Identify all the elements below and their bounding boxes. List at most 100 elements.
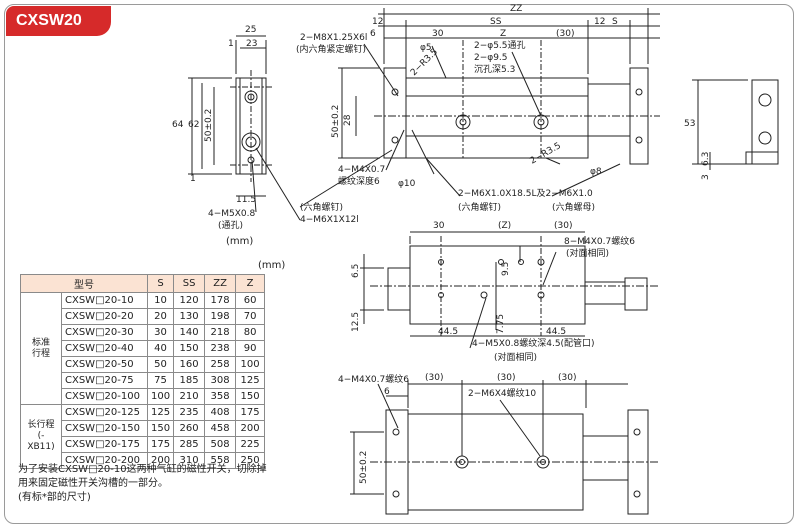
model-title: CXSW20: [6, 6, 111, 36]
model-cell: CXSW□20-20: [61, 308, 148, 325]
stroke-group-label: 标准 行程: [20, 292, 62, 405]
callout-phi9-5: 2−φ9.5: [474, 53, 508, 63]
footnote-line: 为了安装CXSW□20-10这两种气缸的磁性开关，切除掉: [18, 464, 267, 475]
model-cell: CXSW□20-125: [61, 404, 148, 421]
header-z: Z: [235, 274, 266, 293]
dim-30p-mid: (30): [554, 221, 572, 231]
dim-53: 53: [684, 119, 695, 129]
callout-8-m4: 8−M4X0.7螺纹6: [564, 235, 635, 247]
z-cell: 70: [235, 308, 266, 325]
header-model: 型号: [20, 274, 148, 293]
ss-cell: 210: [173, 388, 206, 405]
unit-left: (mm): [226, 236, 253, 247]
dim-64: 64: [172, 120, 184, 130]
s-cell: 30: [146, 324, 175, 341]
model-cell: CXSW□20-30: [61, 324, 148, 341]
model-cell: CXSW□20-75: [61, 372, 148, 389]
model-cell: CXSW□20-100: [61, 388, 148, 405]
ss-cell: 160: [173, 356, 206, 373]
ss-cell: 120: [173, 292, 206, 309]
bottom-view: [350, 380, 660, 515]
callout-m5-port: 4−M5X0.8螺纹深4.5(配管口): [472, 337, 595, 349]
callout-m5: 4−M5X0.8: [208, 209, 256, 219]
z-cell: 80: [235, 324, 266, 341]
model-cell: CXSW□20-175: [61, 436, 148, 453]
z-cell: 90: [235, 340, 266, 357]
dim-1b: 1: [190, 174, 196, 184]
callout-m6-nut: (六角螺母): [552, 201, 595, 213]
model-cell: CXSW□20-150: [61, 420, 148, 437]
callout-m4: 4−M4X0.7: [338, 165, 385, 175]
dim-44-5a: 44.5: [438, 327, 458, 337]
dim-phi8: φ8: [590, 167, 602, 177]
dim-28: 28: [343, 114, 353, 126]
zz-cell: 358: [204, 388, 237, 405]
dim-50-top: 50±0.2: [331, 105, 341, 138]
s-cell: 10: [146, 292, 175, 309]
dim-11-5: 11.5: [236, 195, 256, 205]
dim-23: 23: [246, 39, 257, 49]
z-cell: 225: [235, 436, 266, 453]
zz-cell: 178: [204, 292, 237, 309]
callout-m4-note: 螺纹深度6: [338, 175, 380, 187]
z-cell: 200: [235, 420, 266, 437]
callout-m4-bottom: 4−M4X0.7螺纹6: [338, 373, 409, 385]
s-cell: 200: [146, 452, 175, 469]
s-cell: 125: [146, 404, 175, 421]
zz-cell: 458: [204, 420, 237, 437]
ss-cell: 285: [173, 436, 206, 453]
dim-12a: 12: [372, 17, 383, 27]
footnote-line: 用来固定磁性开关沟槽的一部分。: [18, 478, 168, 489]
dim-12-5: 12.5: [351, 312, 361, 332]
table-unit: (mm): [258, 260, 286, 271]
callout-phi5-5: 2−φ5.5通孔: [474, 40, 526, 51]
zz-cell: 258: [204, 356, 237, 373]
top-view: [251, 8, 660, 221]
s-cell: 40: [146, 340, 175, 357]
front-view-middle: [360, 231, 660, 349]
zz-cell: 308: [204, 372, 237, 389]
stroke-group-label: 长行程 (-XB11): [20, 404, 62, 469]
callout-m5-note: (通孔): [218, 220, 243, 231]
footnote: 为了安装CXSW□20-10这两种气缸的磁性开关，切除掉 用来固定磁性开关沟槽的…: [18, 463, 308, 505]
end-view-right: [692, 79, 779, 170]
dim-6-3: 6.3: [701, 152, 711, 166]
dim-50-left: 50±0.2: [204, 109, 214, 142]
dim-s: S: [612, 17, 618, 27]
footnote-line: (有标*部的尺寸): [18, 492, 91, 503]
callout-m6-bot: 2−M6X4螺纹10: [468, 387, 536, 399]
model-cell: CXSW□20-50: [61, 356, 148, 373]
dim-25: 25: [245, 25, 256, 35]
dim-62: 62: [188, 120, 199, 130]
dim-30-mid: 30: [433, 221, 445, 231]
dim-30p-top: (30): [556, 29, 574, 39]
zz-cell: 408: [204, 404, 237, 421]
dim-6-bot: 6: [384, 387, 390, 397]
z-cell: 125: [235, 372, 266, 389]
callout-m8: 2−M8X1.25X6l: [300, 33, 367, 43]
dim-30c-bot: (30): [558, 373, 576, 383]
callout-m5-port-note: (对面相同): [494, 351, 537, 363]
dim-9-5: 9.5: [501, 262, 511, 276]
s-cell: 100: [146, 388, 175, 405]
model-cell: CXSW□20-40: [61, 340, 148, 357]
zz-cell: 238: [204, 340, 237, 357]
z-cell: 100: [235, 356, 266, 373]
dim-z-top: Z: [500, 29, 506, 39]
dim-ss: SS: [490, 17, 502, 27]
ss-cell: 185: [173, 372, 206, 389]
dim-12b: 12: [594, 17, 605, 27]
dim-3: 3: [701, 174, 711, 180]
z-cell: 250: [235, 452, 266, 469]
dim-z-mid: (Z): [498, 221, 511, 231]
ss-cell: 150: [173, 340, 206, 357]
s-cell: 50: [146, 356, 175, 373]
drawing-frame: [4, 4, 794, 524]
header-ss: SS: [173, 274, 206, 293]
dim-phi10: φ10: [398, 179, 416, 189]
